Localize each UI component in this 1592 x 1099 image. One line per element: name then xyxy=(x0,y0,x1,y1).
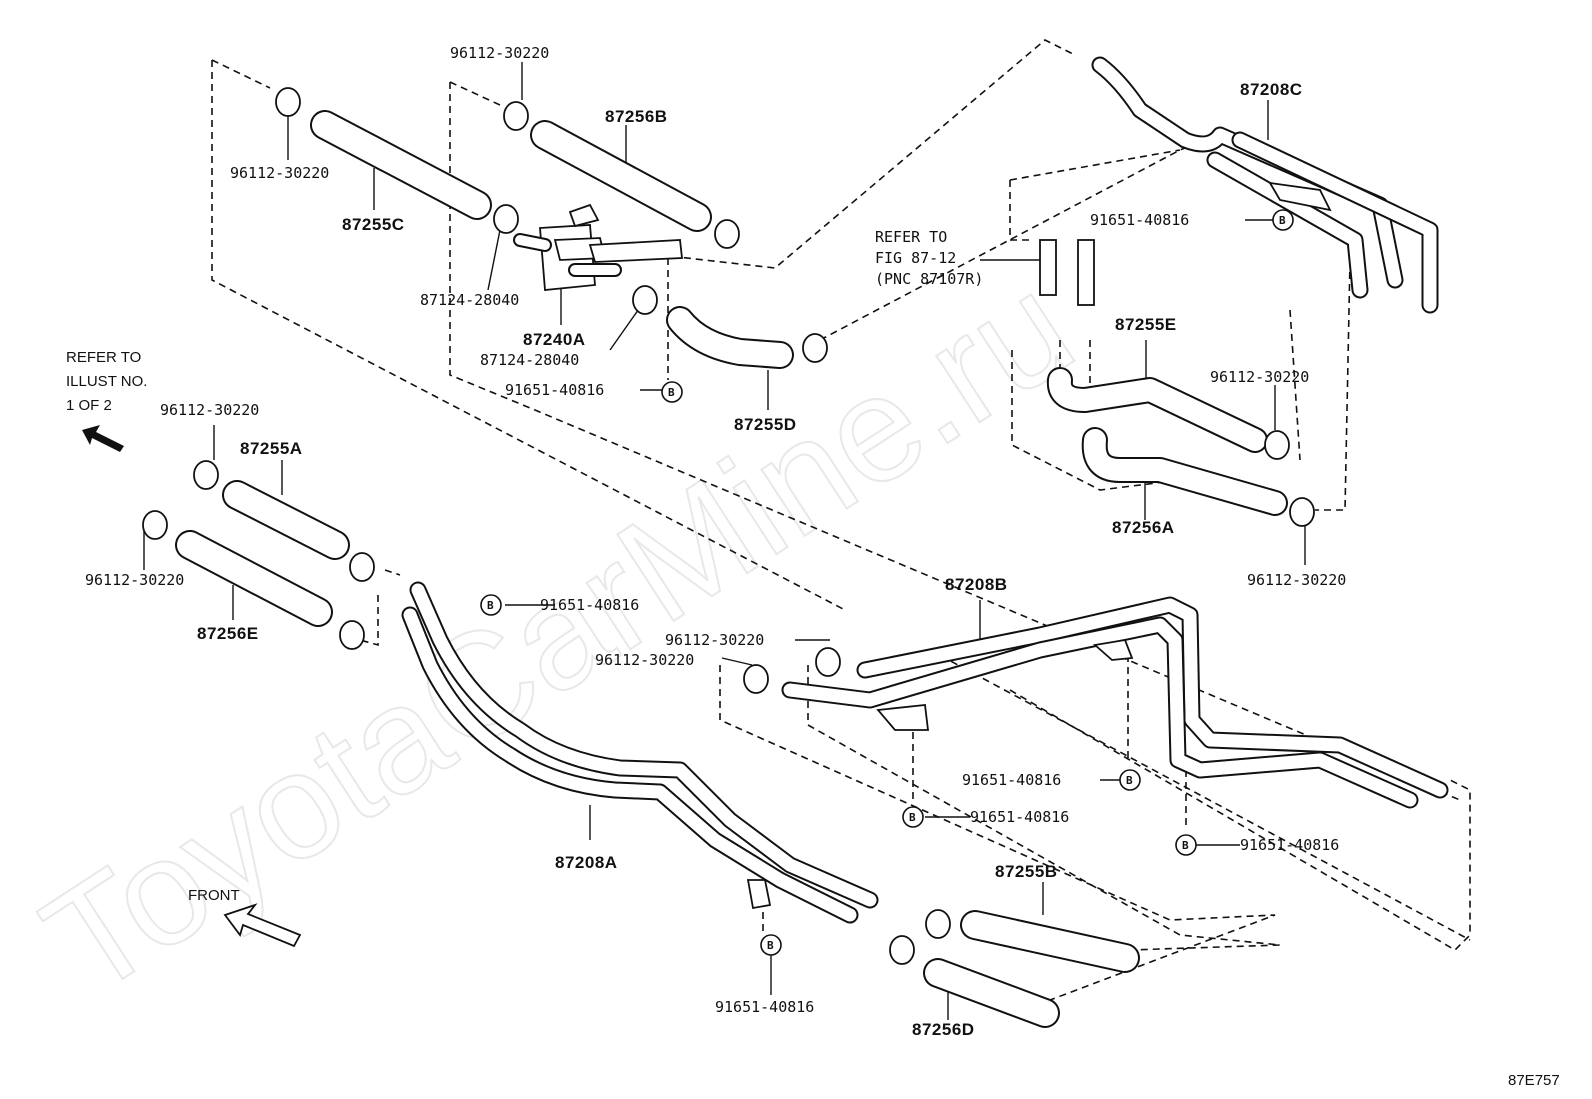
hose-87255C xyxy=(310,110,492,220)
label-clamp-96112: 96112-30220 xyxy=(450,44,549,62)
hose-87256B xyxy=(530,120,712,232)
label-bolt-91651: 91651-40816 xyxy=(1090,211,1189,229)
hose-87255D xyxy=(666,306,794,369)
label-87255D: 87255D xyxy=(734,415,797,434)
hose-87255E xyxy=(1046,367,1268,453)
pipe-87208B xyxy=(781,596,1449,809)
leader-lines xyxy=(143,62,1306,1020)
hose-clamps xyxy=(142,87,1315,965)
assembly-outlines xyxy=(211,39,1471,1001)
front-label: FRONT xyxy=(188,887,240,904)
label-87256B: 87256B xyxy=(605,107,668,126)
bolt-letter: B xyxy=(487,599,494,612)
bolt-letter: B xyxy=(1126,774,1133,787)
hose-87255A xyxy=(222,480,350,560)
label-clamp-96112: 96112-30220 xyxy=(665,631,764,649)
label-clamp-96112: 96112-30220 xyxy=(230,164,329,182)
refer-note-line1: REFER TO xyxy=(66,349,141,366)
label-bolt-91651: 91651-40816 xyxy=(505,381,604,399)
label-clamp-96112: 96112-30220 xyxy=(595,651,694,669)
refer-note: REFER TO ILLUST NO. 1 OF 2 xyxy=(66,349,147,414)
label-87256D: 87256D xyxy=(912,1020,975,1039)
part-labels: 96112-30220 96112-30220 87255C 87256B 87… xyxy=(85,44,1346,1039)
label-87208C: 87208C xyxy=(1240,80,1303,99)
label-87256E: 87256E xyxy=(197,624,259,643)
label-bolt-91651: 91651-40816 xyxy=(1240,836,1339,854)
label-87255A: 87255A xyxy=(240,439,303,458)
label-bolt-91651: 91651-40816 xyxy=(715,998,814,1016)
bolt-letter: B xyxy=(668,386,675,399)
label-bolt-91651: 91651-40816 xyxy=(962,771,1061,789)
hose-87256D xyxy=(923,958,1060,1028)
label-bolt-91651: 91651-40816 xyxy=(970,808,1069,826)
water-valve-87240A xyxy=(513,203,684,291)
figure-id: 87E757 xyxy=(1508,1072,1560,1089)
label-87208B: 87208B xyxy=(945,575,1008,594)
label-87255E: 87255E xyxy=(1115,315,1177,334)
refer-pipes xyxy=(1039,239,1095,306)
label-clamp-96112: 96112-30220 xyxy=(1247,571,1346,589)
label-87208A: 87208A xyxy=(555,853,618,872)
pipe-87208A xyxy=(401,581,879,924)
hose-87256A xyxy=(1081,427,1288,516)
bolt-letter: B xyxy=(909,811,916,824)
fig-note-line1: REFER TO xyxy=(875,228,947,246)
bolt-letter: B xyxy=(1182,839,1189,852)
pipe-87208C xyxy=(1091,56,1439,314)
label-clamp-96112: 96112-30220 xyxy=(1210,368,1309,386)
label-valve-clamp: 87124-28040 xyxy=(420,291,519,309)
label-clamp-96112: 96112-30220 xyxy=(160,401,259,419)
refer-arrow-icon xyxy=(82,425,124,452)
refer-note-line2: ILLUST NO. xyxy=(66,373,147,390)
bolt-letter: B xyxy=(1279,214,1286,227)
label-clamp-96112: 96112-30220 xyxy=(85,571,184,589)
label-87240A: 87240A xyxy=(523,330,586,349)
label-87255B: 87255B xyxy=(995,862,1058,881)
label-bolt-91651: 91651-40816 xyxy=(540,596,639,614)
hose-87255B xyxy=(960,910,1140,973)
fig-note: REFER TO FIG 87-12 (PNC 87107R) xyxy=(875,228,983,288)
label-87255C: 87255C xyxy=(342,215,405,234)
label-valve-clamp: 87124-28040 xyxy=(480,351,579,369)
bolt-letters: B B B B B B B xyxy=(487,214,1286,952)
bolt-symbols xyxy=(480,209,1294,956)
refer-note-line3: 1 OF 2 xyxy=(66,397,112,414)
hose-87256E xyxy=(175,530,333,627)
bolt-letter: B xyxy=(767,939,774,952)
label-87256A: 87256A xyxy=(1112,518,1175,537)
fig-note-line3: (PNC 87107R) xyxy=(875,270,983,288)
fig-note-line2: FIG 87-12 xyxy=(875,249,956,267)
front-arrow-icon xyxy=(223,903,302,948)
